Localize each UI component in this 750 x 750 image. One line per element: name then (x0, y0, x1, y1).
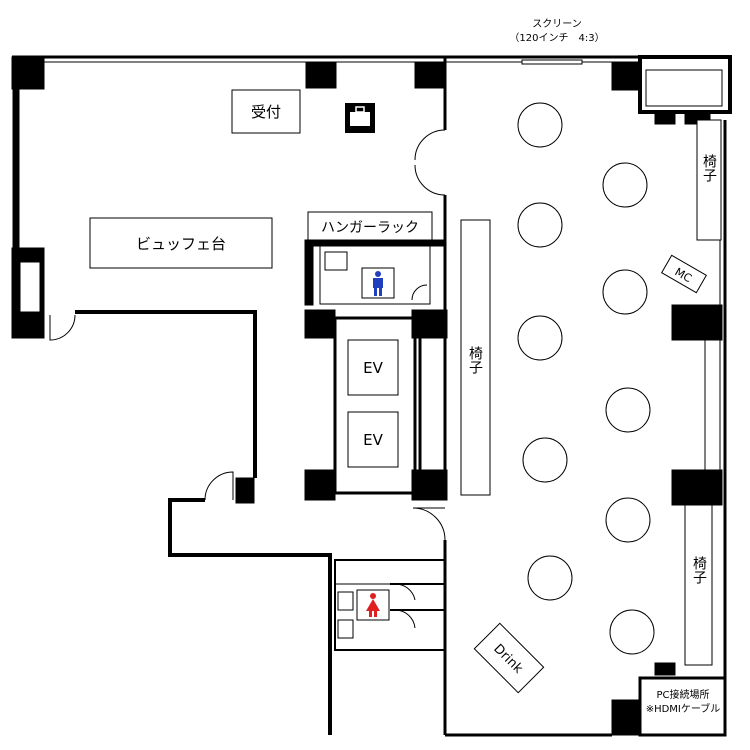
buffet-label: ビュッフェ台 (136, 235, 226, 253)
mc-stand (660, 254, 708, 294)
chairs-right-top (696, 119, 722, 241)
mens-restroom-icon (361, 267, 395, 299)
round-tables (517, 102, 655, 655)
labels: スクリーン （120インチ 4:3） 受付 ビュッフェ台 ハンガーラック EV … (136, 18, 720, 715)
elevator-1 (347, 339, 399, 396)
chairs-center-label: 椅子 (467, 346, 483, 374)
elevator-1-label: EV (363, 359, 383, 377)
buffet-table (89, 217, 273, 269)
hanger-rack-label: ハンガーラック (321, 220, 419, 236)
pc-area-label-2: ※HDMIケーブル (646, 702, 721, 715)
reception-desk (231, 89, 301, 134)
hanger-rack (307, 211, 433, 241)
screen-size: （120インチ 4:3） (509, 32, 604, 44)
furniture (89, 89, 727, 737)
chairs-center (460, 219, 491, 496)
pc-area-label-1: PC接続場所 (656, 688, 709, 701)
drink-table (473, 622, 545, 694)
elevator-2-label: EV (363, 431, 383, 449)
chairs-right-bottom-label: 椅子 (691, 556, 707, 584)
screen-title: スクリーン (532, 18, 582, 30)
pc-connection-area (638, 676, 727, 737)
chairs-right-top-label: 椅子 (701, 154, 717, 182)
luggage-icon (345, 103, 375, 133)
chairs-right-bottom (684, 504, 713, 666)
elevator-2 (347, 411, 399, 468)
reception-label: 受付 (251, 103, 281, 121)
womens-restroom-icon (356, 589, 390, 621)
